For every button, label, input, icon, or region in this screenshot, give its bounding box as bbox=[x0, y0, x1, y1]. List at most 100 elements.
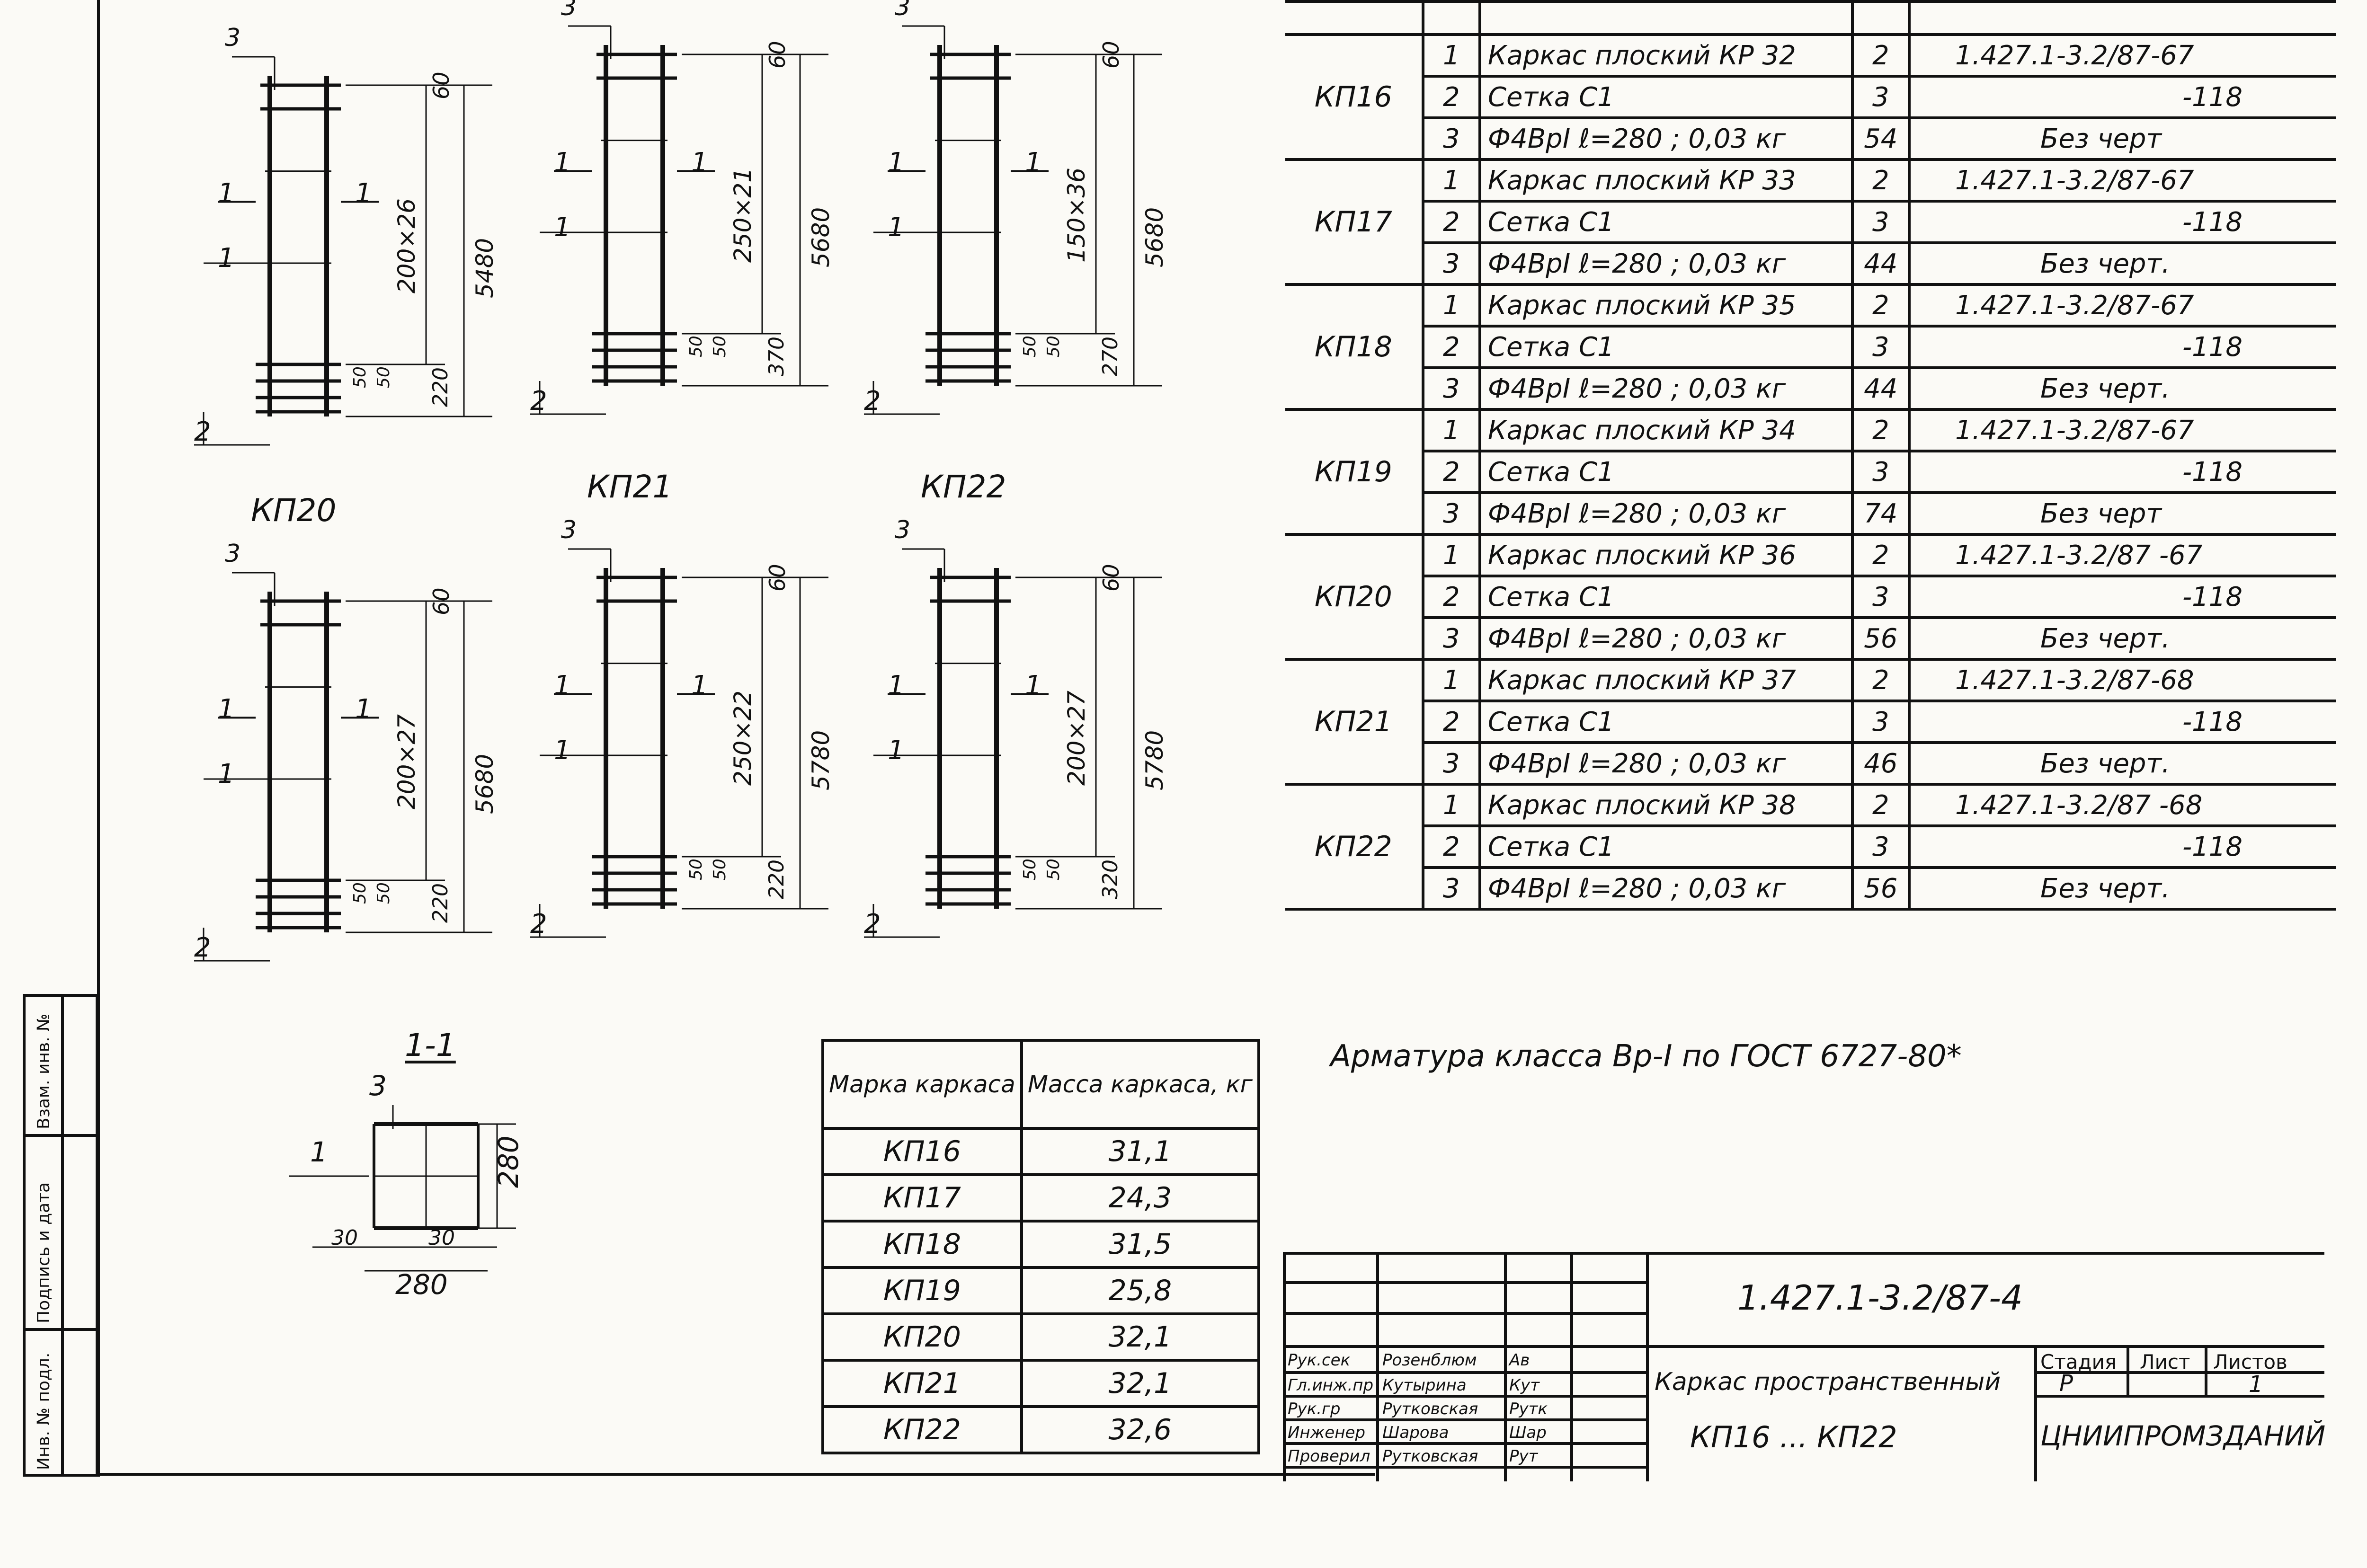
spec-ref: -118 bbox=[2182, 206, 2243, 238]
mass-mass: 32,1 bbox=[1020, 1359, 1260, 1408]
mass-mass: 31,1 bbox=[1020, 1127, 1260, 1176]
dim-b1: 50 bbox=[350, 882, 370, 904]
spec-name: Сетка С1 bbox=[1478, 824, 1854, 869]
dim-b2: 50 bbox=[374, 366, 393, 388]
spec-name: Ф4ВрI ℓ=280 ; 0,03 кг bbox=[1478, 241, 1854, 286]
dim-b1: 50 bbox=[1020, 336, 1040, 357]
spec-name: Каркас плоский КР 32 bbox=[1478, 33, 1854, 78]
spec-qty: 3 bbox=[1851, 200, 1911, 244]
spec-name: Сетка С1 bbox=[1478, 325, 1854, 369]
mass-mass: 24,3 bbox=[1020, 1173, 1260, 1223]
dim-top: 60 bbox=[1098, 41, 1124, 69]
title-line-2: КП16 ... КП22 bbox=[1690, 1420, 1897, 1454]
stamp-replace-inv-label: Взам. инв. № bbox=[34, 1013, 53, 1129]
spec-mark: КП19 bbox=[1285, 408, 1424, 536]
dim-bottom: 220 bbox=[428, 883, 453, 923]
side-stamp: Инв. № подл. Подпись и дата Взам. инв. № bbox=[23, 994, 98, 1477]
mass-mass: 32,1 bbox=[1020, 1312, 1260, 1362]
staff-role: Рук.сек bbox=[1288, 1351, 1351, 1370]
dim-b1: 50 bbox=[350, 366, 370, 388]
frame-mark: КП21 bbox=[587, 469, 673, 505]
spec-name: Каркас плоский КР 38 bbox=[1478, 783, 1854, 827]
spec-ref: 1.427.1-3.2/87 -67 bbox=[1955, 540, 2203, 571]
label-1c: 1 bbox=[888, 212, 905, 243]
spec-ref: -118 bbox=[2182, 456, 2243, 487]
spec-qty: 3 bbox=[1851, 450, 1911, 494]
label-1a: 1 bbox=[218, 694, 235, 725]
title-block: 1.427.1-3.2/87-4 Каркас пространственный… bbox=[1283, 1252, 2326, 1481]
label-3: 3 bbox=[561, 0, 577, 21]
label-1a: 1 bbox=[554, 670, 571, 701]
spec-name: Ф4ВрI ℓ=280 ; 0,03 кг bbox=[1478, 866, 1854, 911]
sheets-value: 1 bbox=[2249, 1371, 2263, 1398]
spec-qty: 2 bbox=[1851, 783, 1911, 827]
label-3: 3 bbox=[561, 516, 577, 544]
spec-qty: 54 bbox=[1851, 116, 1911, 161]
organization: ЦНИИПРОМЗДАНИЙ bbox=[2040, 1420, 2326, 1452]
label-1b: 1 bbox=[691, 670, 708, 701]
spec-pos: 3 bbox=[1421, 491, 1481, 536]
dim-b1: 50 bbox=[686, 336, 706, 357]
spec-pos: 3 bbox=[1421, 866, 1481, 911]
label-1a: 1 bbox=[888, 147, 905, 178]
stamp-sign-date-label: Подпись и дата bbox=[34, 1182, 53, 1323]
spec-name: Сетка С1 bbox=[1478, 700, 1854, 744]
dim-span: 200×27 bbox=[393, 714, 420, 809]
spec-ref: Без черт bbox=[2040, 123, 2162, 154]
label-1c: 1 bbox=[554, 212, 571, 243]
spec-qty: 44 bbox=[1851, 241, 1911, 286]
section-title: 1-1 bbox=[405, 1027, 456, 1063]
spec-ref: -118 bbox=[2182, 331, 2243, 363]
spec-pos: 1 bbox=[1421, 283, 1481, 328]
dim-b2: 50 bbox=[374, 882, 393, 904]
dim-top: 60 bbox=[765, 564, 790, 592]
dim-bottom: 220 bbox=[765, 859, 789, 899]
spec-ref: Без черт. bbox=[2040, 373, 2170, 404]
spec-pos: 1 bbox=[1421, 783, 1481, 827]
spec-ref: 1.427.1-3.2/87-67 bbox=[1955, 415, 2194, 446]
section-dim-right: 30 bbox=[428, 1226, 455, 1250]
spec-name: Ф4ВрI ℓ=280 ; 0,03 кг bbox=[1478, 491, 1854, 536]
mass-head-mark: Марка каркаса bbox=[821, 1039, 1023, 1130]
spec-mark: КП21 bbox=[1285, 658, 1424, 786]
spec-qty: 2 bbox=[1851, 33, 1911, 78]
dim-b2: 50 bbox=[710, 336, 730, 357]
label-1b: 1 bbox=[691, 147, 708, 178]
spec-ref: Без черт. bbox=[2040, 248, 2170, 279]
label-1a: 1 bbox=[554, 147, 571, 178]
dim-span: 200×26 bbox=[393, 198, 420, 293]
spec-name: Каркас плоский КР 35 bbox=[1478, 283, 1854, 328]
label-2: 2 bbox=[864, 909, 881, 939]
spec-pos: 2 bbox=[1421, 325, 1481, 369]
label-2: 2 bbox=[530, 909, 547, 939]
spec-name: Ф4ВрI ℓ=280 ; 0,03 кг bbox=[1478, 741, 1854, 786]
dim-top: 60 bbox=[765, 41, 790, 69]
spec-ref: 1.427.1-3.2/87-68 bbox=[1955, 664, 2194, 696]
spec-pos: 2 bbox=[1421, 200, 1481, 244]
spec-pos: 2 bbox=[1421, 824, 1481, 869]
spec-qty: 2 bbox=[1851, 658, 1911, 702]
dim-bottom: 320 bbox=[1098, 859, 1122, 899]
spec-ref: -118 bbox=[2182, 831, 2243, 862]
spec-mark: КП20 bbox=[1285, 533, 1424, 661]
staff-sign: Ав bbox=[1509, 1351, 1530, 1370]
staff-role: Гл.инж.пр bbox=[1288, 1376, 1374, 1395]
staff-name: Кутырина bbox=[1382, 1376, 1467, 1395]
dim-b1: 50 bbox=[1020, 859, 1040, 880]
